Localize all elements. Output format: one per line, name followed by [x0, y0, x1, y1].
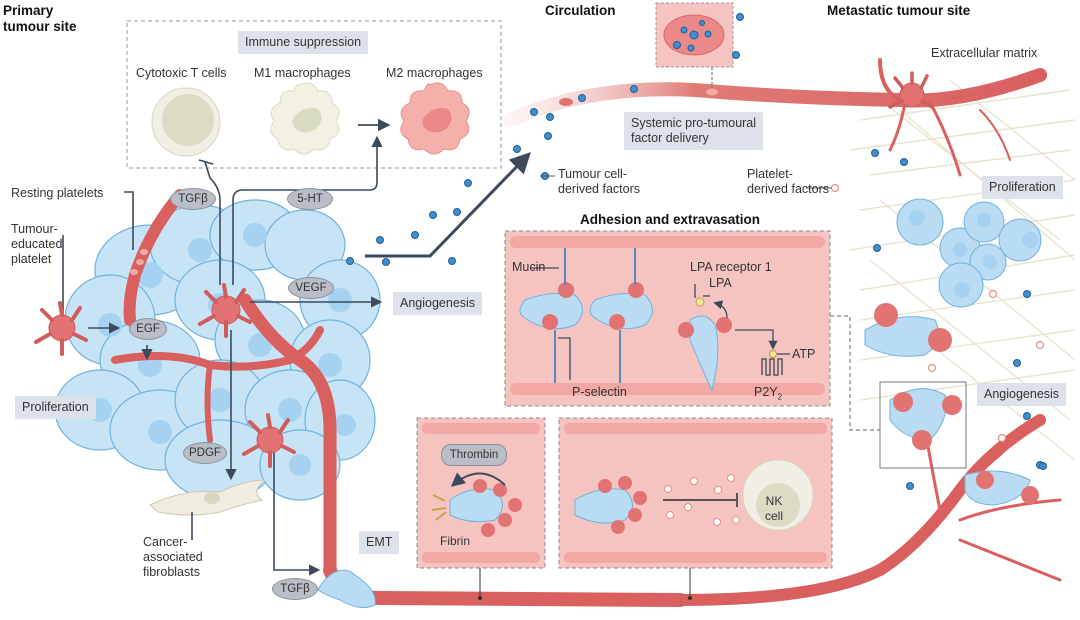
platelet-derived-factor-dots [830, 183, 1045, 443]
m2-macrophages-label: M2 macrophages [386, 66, 483, 80]
tumour-educated-platelet-label: Tumour- educated platelet [11, 222, 63, 266]
resting-platelets-label: Resting platelets [11, 186, 104, 200]
serotonin-factor: 5-HT [287, 188, 333, 210]
immune-suppression-label: Immune suppression [238, 31, 369, 54]
adhesion-tumour-cells [519, 292, 719, 392]
atp-molecule [769, 350, 777, 358]
activated-platelets [34, 71, 934, 468]
metastatic-site-heading: Metastatic tumour site [827, 3, 971, 18]
m1-macrophage [270, 82, 340, 155]
mucin-label: Mucin [512, 260, 546, 274]
fibroblast-nucleus [204, 492, 220, 504]
nk-cell-label: NK cell [765, 494, 784, 523]
cancer-associated-fibroblasts-label: Cancer- associated fibroblasts [143, 535, 203, 579]
tgfb-factor-bottom: TGFβ [272, 578, 318, 600]
circulating-platelet [706, 88, 718, 96]
signalling-arrows [62, 135, 383, 576]
lpa-receptor-1-label: LPA receptor 1 [690, 260, 772, 274]
metastatic-proliferation-label: Proliferation [982, 176, 1063, 199]
resting-platelets-in-vessel [130, 249, 148, 275]
atp-label: ATP [792, 347, 816, 361]
thrombin-panel [416, 417, 546, 600]
adhesion-arrows [530, 267, 790, 380]
p2y2-label: P2Y2 [754, 385, 782, 405]
angiogenesis-inset-frame [879, 381, 967, 469]
mucin-p-selectin-chains [554, 248, 636, 383]
metastatic-angiogenesis-label: Angiogenesis [977, 383, 1067, 406]
egf-factor: EGF [129, 318, 167, 340]
cytotoxic-t-cell [151, 87, 221, 157]
tgfb-factor-top: TGFβ [170, 188, 216, 210]
circulating-platelet [559, 98, 573, 106]
extracellular-matrix-label: Extracellular matrix [931, 46, 1038, 60]
emt-label: EMT [359, 531, 400, 554]
thrombin-factor: Thrombin [441, 444, 507, 466]
cytotoxic-t-cells-label: Cytotoxic T cells [136, 66, 227, 80]
p2y2-text: P2Y [754, 385, 778, 399]
primary-tumour-site-heading: Primary tumour site [3, 3, 77, 34]
fibrin-label: Fibrin [440, 534, 471, 548]
m1-macrophages-label: M1 macrophages [254, 66, 351, 80]
metastatic-cell-nuclei [909, 210, 1038, 298]
metastatic-platelet-clusters [864, 303, 1039, 506]
systemic-delivery-label: Systemic pro-tumoural factor delivery [624, 112, 764, 150]
m2-macrophage [400, 82, 470, 155]
immune-suppression-panel [126, 20, 502, 169]
nk-panel [558, 417, 833, 600]
tumour-cell-derived-factors-label: Tumour cell- derived factors [558, 167, 640, 196]
pdgf-factor: PDGF [183, 442, 227, 464]
vegf-factor: VEGF [288, 277, 334, 299]
lpa-molecule [695, 297, 705, 307]
platelet-derived-factors-label: Platelet- derived factors [747, 167, 829, 196]
tumour-derived-factor-dots [346, 13, 1047, 490]
circulation-heading: Circulation [545, 3, 616, 18]
p2y2-receptor [761, 358, 783, 376]
adhesion-to-metastasis-connector [830, 315, 880, 431]
adhesion-heading: Adhesion and extravasation [580, 212, 761, 227]
p2y2-subscript: 2 [777, 392, 783, 402]
p-selectin-label: P-selectin [572, 385, 627, 399]
adhesion-platelets [542, 282, 732, 338]
lpa-label: LPA [709, 276, 732, 290]
circulation-entry-arrow [365, 151, 531, 258]
primary-proliferation-label: Proliferation [15, 396, 96, 419]
emt-tumour-cell [317, 569, 376, 609]
primary-angiogenesis-label: Angiogenesis [393, 292, 483, 315]
